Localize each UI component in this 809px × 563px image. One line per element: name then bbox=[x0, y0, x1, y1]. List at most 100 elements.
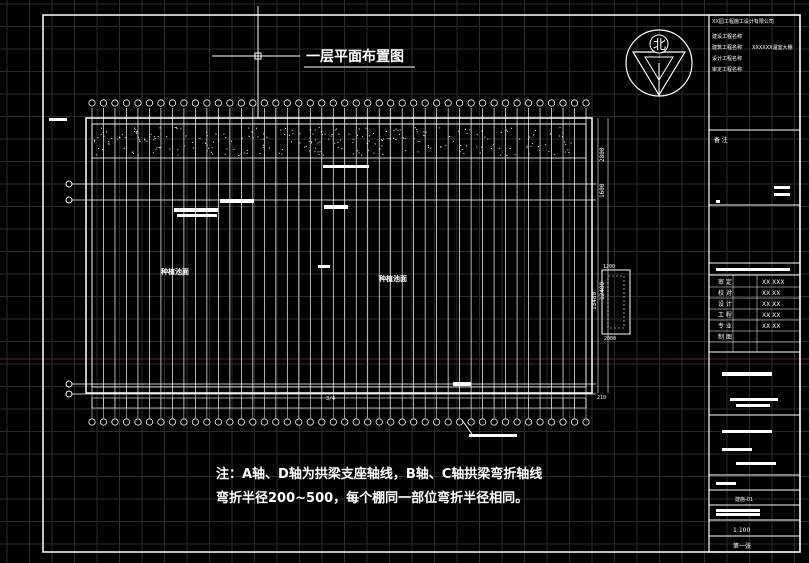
planting-dot bbox=[562, 136, 563, 138]
sign-role: 设 计 bbox=[718, 300, 732, 308]
axis-bubble-top bbox=[524, 99, 533, 107]
title-block-bar bbox=[722, 448, 752, 451]
axis-bubble-bottom bbox=[191, 418, 199, 426]
axis-bubble-bottom bbox=[490, 418, 498, 426]
axis-bubble-top bbox=[214, 99, 222, 107]
sign-role: 制 图 bbox=[718, 333, 732, 341]
planting-dot bbox=[440, 146, 442, 148]
north-label: 北 bbox=[653, 38, 666, 53]
axis-bubble-bottom bbox=[272, 418, 280, 426]
planting-dot bbox=[305, 145, 307, 147]
dim-side: 13480 bbox=[591, 292, 598, 310]
sign-role: 校 对 bbox=[718, 289, 732, 297]
axis-bubble-top bbox=[364, 99, 372, 107]
planting-dot bbox=[259, 153, 261, 154]
planting-dot bbox=[311, 142, 313, 144]
planting-dot bbox=[318, 154, 320, 156]
remarks-label: 备 注 bbox=[714, 136, 728, 144]
planting-dot bbox=[460, 144, 462, 146]
planting-dot bbox=[452, 140, 454, 142]
zone-label-left: 种植池面 bbox=[160, 267, 189, 276]
planting-dot bbox=[324, 133, 326, 135]
planting-dot bbox=[373, 133, 374, 134]
label-block bbox=[323, 165, 369, 168]
axis-bubble-bottom bbox=[180, 418, 188, 426]
planting-dot bbox=[328, 138, 330, 140]
planting-dot bbox=[476, 146, 478, 148]
planting-dot bbox=[479, 152, 481, 154]
planting-dot bbox=[511, 127, 512, 129]
planting-dot bbox=[106, 131, 107, 133]
planting-dot bbox=[262, 138, 264, 140]
planting-dot bbox=[320, 131, 322, 133]
planting-dot bbox=[564, 151, 566, 153]
company-name: XX园工程施工设计有限公司 bbox=[712, 18, 774, 25]
title-block-label: 设计工程名称 bbox=[712, 55, 742, 62]
planting-dot bbox=[337, 141, 339, 143]
planting-dot bbox=[399, 129, 401, 131]
planting-dot bbox=[108, 142, 110, 144]
planting-dot bbox=[559, 127, 561, 129]
axis-bubble-b bbox=[65, 196, 73, 204]
planting-dot bbox=[256, 127, 257, 129]
planting-dot bbox=[389, 138, 391, 140]
axis-bubble-top bbox=[122, 99, 131, 107]
planting-dot bbox=[319, 141, 321, 143]
planting-dot bbox=[330, 135, 332, 137]
axis-bubble-bottom bbox=[249, 418, 257, 426]
planting-dot bbox=[357, 134, 358, 136]
title-block-label: 建筑工程名称 bbox=[712, 44, 742, 51]
axis-bubble-bottom bbox=[524, 418, 533, 426]
planting-dot bbox=[144, 138, 145, 140]
planting-dot bbox=[309, 137, 311, 139]
label-block bbox=[174, 208, 218, 212]
axis-bubble-top bbox=[283, 99, 291, 107]
planting-dot bbox=[192, 147, 194, 149]
label-block bbox=[318, 265, 330, 268]
planting-dot bbox=[156, 147, 158, 149]
axis-bubble-top bbox=[410, 99, 418, 107]
planting-dot bbox=[288, 134, 290, 136]
planting-dot bbox=[308, 140, 310, 142]
planting-dot bbox=[318, 127, 320, 129]
planting-dot bbox=[321, 134, 323, 135]
planting-dot bbox=[266, 136, 268, 138]
planting-dot bbox=[481, 130, 483, 132]
axis-bubble-a bbox=[65, 180, 73, 188]
title-block-label: 审定工程名称 bbox=[712, 66, 742, 73]
planting-dot bbox=[136, 131, 138, 132]
axis-bubble-bottom bbox=[433, 418, 441, 426]
planting-dot bbox=[338, 133, 340, 135]
planting-dot bbox=[299, 133, 301, 135]
label-block bbox=[453, 382, 471, 386]
planting-dot bbox=[425, 131, 427, 133]
planting-dot bbox=[465, 145, 467, 147]
axis-bubble-bottom bbox=[501, 418, 510, 426]
planting-dot bbox=[102, 149, 104, 150]
planting-dot bbox=[157, 136, 159, 138]
planting-dot bbox=[548, 151, 550, 153]
axis-bubble-top bbox=[134, 99, 142, 107]
axis-bubble-top bbox=[479, 99, 487, 107]
axis-bubble-top bbox=[467, 99, 475, 107]
planting-dot bbox=[340, 139, 342, 141]
axis-bubble-bottom bbox=[203, 418, 211, 426]
axis-bubble-top bbox=[352, 99, 360, 107]
title-block-bar bbox=[736, 404, 770, 407]
axis-bubble-top bbox=[237, 99, 245, 107]
planting-dot bbox=[192, 141, 194, 143]
planting-dot bbox=[506, 129, 508, 131]
axis-bubble-bottom bbox=[398, 418, 406, 426]
note-line-2: 弯折半径200~500，每个棚同一部位弯折半径相同。 bbox=[216, 490, 528, 506]
planting-dot bbox=[117, 138, 119, 140]
planting-dot bbox=[381, 145, 383, 147]
planting-dot bbox=[402, 137, 404, 139]
planting-dot bbox=[284, 134, 286, 135]
planting-dot bbox=[263, 133, 265, 135]
axis-bubble-bottom bbox=[88, 418, 96, 426]
planting-dot bbox=[507, 131, 509, 133]
axis-bubble-bottom bbox=[295, 418, 303, 426]
planting-dot bbox=[108, 143, 110, 145]
planting-dot bbox=[153, 139, 155, 141]
